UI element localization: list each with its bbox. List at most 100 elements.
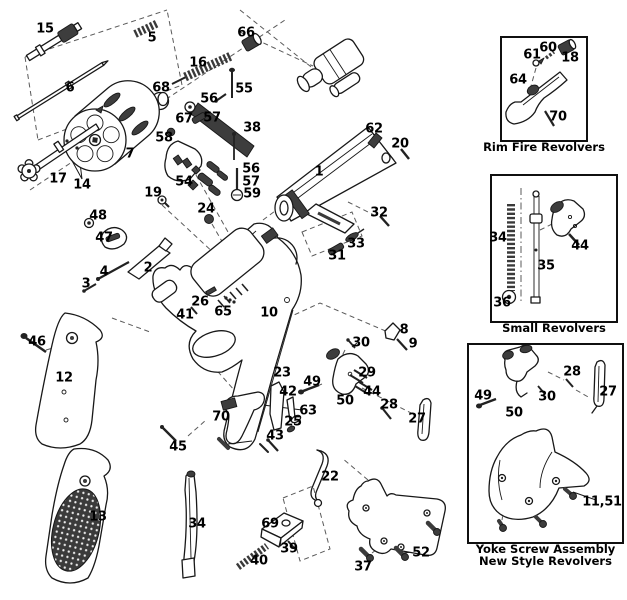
part-label-49: 49 bbox=[303, 374, 321, 390]
part-label-36: 36 bbox=[493, 295, 511, 311]
part-front-sight-62 bbox=[367, 132, 383, 149]
part-label-7: 7 bbox=[125, 146, 135, 162]
part-label-6: 6 bbox=[65, 80, 75, 96]
part-label-59: 59 bbox=[243, 186, 261, 202]
part-screw-56b bbox=[232, 132, 236, 160]
part-label-50: 50 bbox=[505, 405, 523, 421]
part-barrel-1 bbox=[274, 126, 397, 234]
part-label-65: 65 bbox=[214, 304, 232, 320]
part-label-8: 8 bbox=[399, 322, 409, 338]
part-pin-56a bbox=[214, 93, 227, 103]
part-screw-49 bbox=[298, 383, 320, 395]
part-label-33: 33 bbox=[347, 236, 365, 252]
part-label-39: 39 bbox=[280, 541, 298, 557]
part-stirrup-44 bbox=[354, 381, 373, 395]
inset-caption-yoke-line1: Yoke Screw Assembly bbox=[475, 542, 616, 556]
inset-caption-small: Small Revolvers bbox=[502, 321, 606, 335]
part-plug-66 bbox=[241, 32, 262, 52]
part-label-55: 55 bbox=[235, 81, 253, 97]
part-label-1: 1 bbox=[314, 164, 324, 180]
inset-yoke-art bbox=[476, 344, 606, 532]
part-label-28: 28 bbox=[380, 397, 398, 413]
part-screw-31 bbox=[327, 242, 345, 256]
part-spring-33 bbox=[345, 228, 365, 242]
inset-caption-rim-fire: Rim Fire Revolvers bbox=[483, 140, 605, 154]
part-extractor-17 bbox=[17, 123, 100, 182]
part-label-34: 34 bbox=[489, 230, 507, 246]
part-label-44: 44 bbox=[571, 238, 589, 254]
part-screw-48 bbox=[83, 217, 95, 229]
part-thumbpiece-47 bbox=[100, 226, 128, 250]
part-spring-40 bbox=[235, 543, 270, 570]
part-label-31: 31 bbox=[328, 248, 346, 264]
part-grip-strut-34 bbox=[181, 470, 198, 579]
part-label-61: 61 bbox=[523, 47, 541, 63]
part-bolt-27 bbox=[417, 397, 432, 441]
part-label-64: 64 bbox=[509, 72, 527, 88]
part-label-24: 24 bbox=[197, 201, 215, 217]
part-screws-52 bbox=[393, 520, 441, 561]
part-label-46: 46 bbox=[28, 334, 46, 350]
part-trigger-70 bbox=[220, 391, 266, 445]
part-label-30: 30 bbox=[538, 389, 556, 405]
part-label-63: 63 bbox=[299, 403, 317, 419]
part-label-3: 3 bbox=[81, 276, 91, 292]
part-pin-39 bbox=[287, 540, 296, 550]
part-label-27: 27 bbox=[599, 384, 617, 400]
part-label-47: 47 bbox=[95, 230, 113, 246]
part-sideplate bbox=[346, 478, 446, 556]
part-label-29: 29 bbox=[358, 365, 376, 381]
part-label-15: 15 bbox=[36, 21, 54, 37]
part-pin-24 bbox=[204, 214, 214, 224]
part-label-17: 17 bbox=[49, 171, 67, 187]
part-label-54: 54 bbox=[175, 174, 193, 190]
part-cylinder-7 bbox=[63, 80, 160, 172]
part-hand-23 bbox=[269, 381, 285, 431]
part-label-41: 41 bbox=[176, 307, 194, 323]
part-label-18: 18 bbox=[561, 50, 579, 66]
part-label-32: 32 bbox=[370, 205, 388, 221]
part-label-23: 23 bbox=[273, 365, 291, 381]
part-frame bbox=[151, 222, 302, 451]
part-label-58: 58 bbox=[155, 130, 173, 146]
part-label-67: 67 bbox=[175, 111, 193, 127]
part-label-50: 50 bbox=[336, 393, 354, 409]
part-label-42: 42 bbox=[279, 384, 297, 400]
part-label-60: 60 bbox=[539, 40, 557, 56]
part-label-2: 2 bbox=[143, 260, 153, 276]
part-pin-9 bbox=[396, 338, 408, 351]
part-label-43: 43 bbox=[266, 428, 284, 444]
part-grip-12 bbox=[34, 312, 103, 449]
part-label-20: 20 bbox=[391, 136, 409, 152]
part-screw-59 bbox=[230, 168, 244, 202]
part-label-13: 13 bbox=[89, 509, 107, 525]
inset-caption-yoke-line2: New Style Revolvers bbox=[479, 554, 612, 569]
part-label-5: 5 bbox=[147, 30, 157, 46]
part-center-pin-6 bbox=[13, 60, 109, 122]
part-label-19: 19 bbox=[144, 185, 162, 201]
part-screw-lower-a bbox=[217, 437, 230, 450]
part-pin-57a bbox=[191, 112, 207, 124]
part-sear-levers bbox=[206, 161, 229, 181]
part-pin-28 bbox=[380, 406, 392, 420]
part-pin-3 bbox=[82, 283, 97, 293]
part-pins-29 bbox=[349, 369, 368, 384]
part-label-69: 69 bbox=[261, 516, 279, 532]
part-barrel-shroud bbox=[296, 38, 365, 98]
inset-box-rim-fire-revolvers: Rim Fire Revolvers bbox=[483, 36, 605, 153]
part-label-34: 34 bbox=[188, 516, 206, 532]
part-label-9: 9 bbox=[408, 336, 418, 352]
part-label-28: 28 bbox=[563, 364, 581, 380]
part-pin-43 bbox=[266, 438, 279, 452]
part-bolt-8 bbox=[384, 322, 401, 341]
part-label-14: 14 bbox=[73, 177, 91, 193]
part-label-68: 68 bbox=[152, 80, 170, 96]
part-label-56: 56 bbox=[242, 161, 260, 177]
part-label-62: 62 bbox=[365, 121, 383, 137]
part-label-44: 44 bbox=[363, 384, 381, 400]
part-label-11-51: 11,51 bbox=[582, 494, 622, 510]
part-screw-55 bbox=[229, 67, 235, 98]
part-pin-lower-b bbox=[259, 443, 269, 453]
